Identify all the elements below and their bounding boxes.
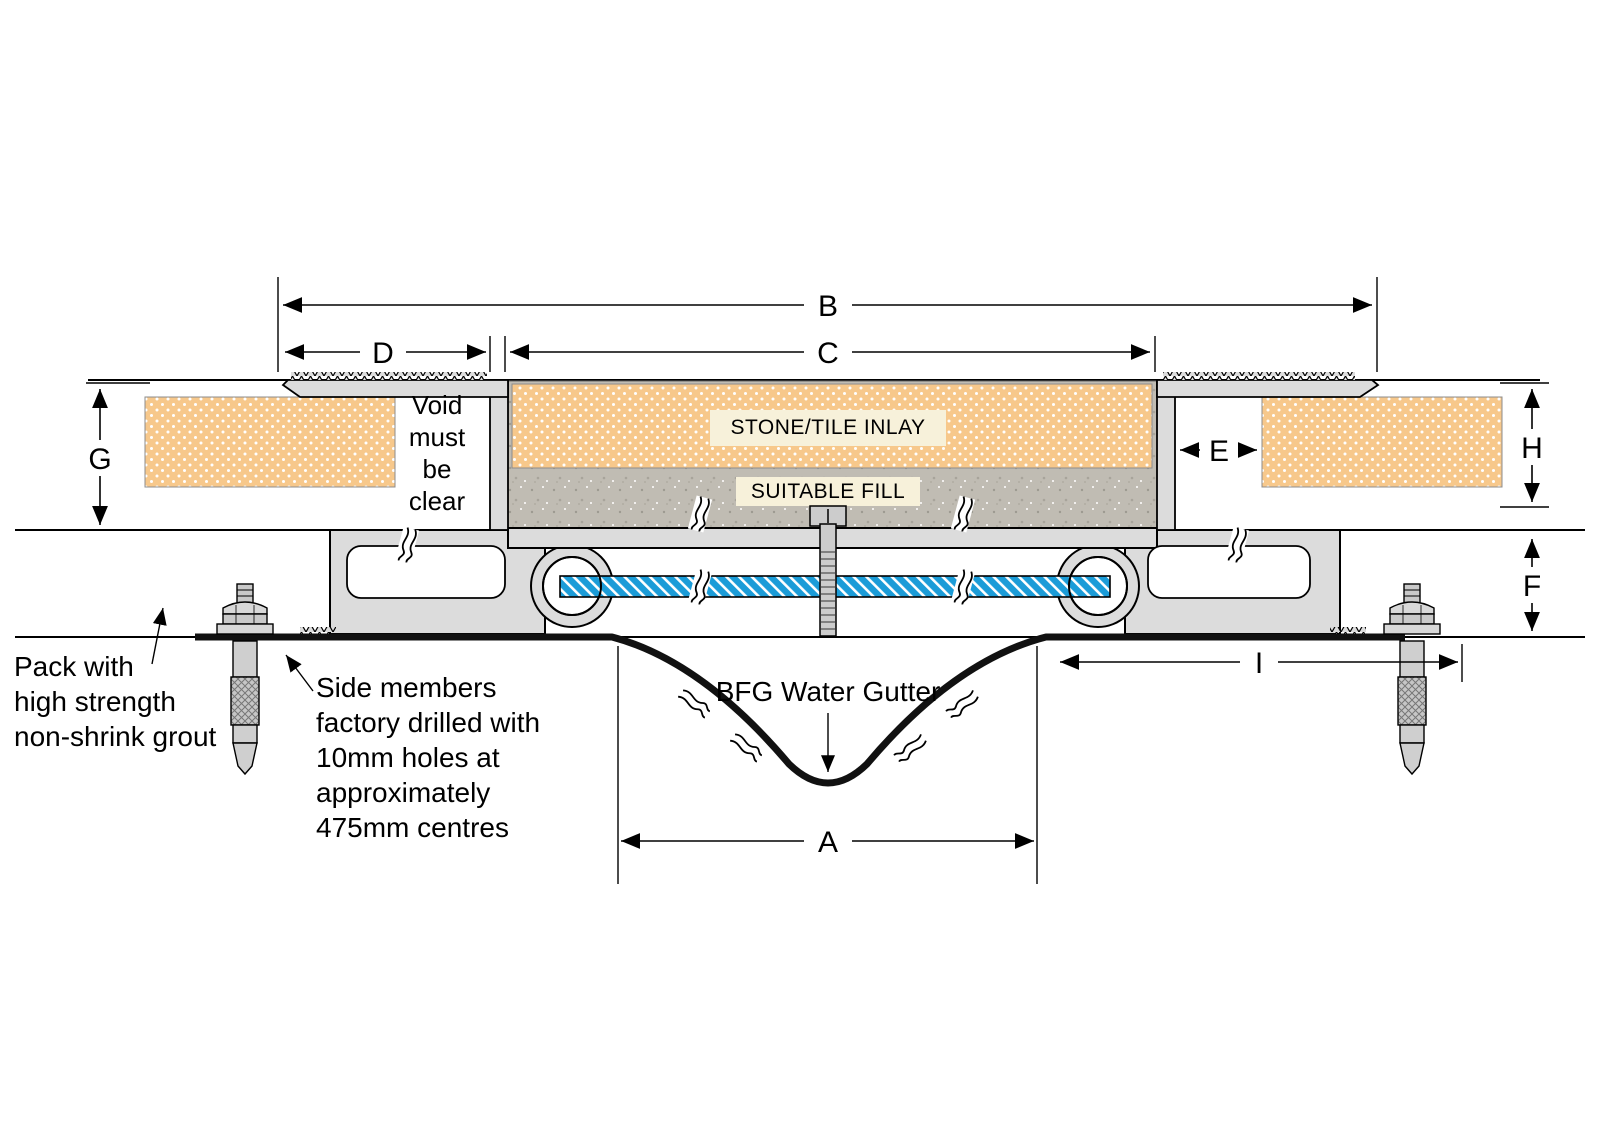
dimension-g: G [82, 382, 150, 525]
dimension-c: C [504, 334, 1156, 372]
left-tray-wall [489, 379, 509, 531]
dimension-a: A [617, 646, 1038, 884]
void-note-line-1: Void [412, 390, 463, 420]
void-note-line-4: clear [409, 486, 466, 516]
stone-tile-inlay-label: STONE/TILE INLAY [730, 416, 925, 439]
grout-note-line-3: non-shrink grout [14, 721, 217, 752]
drill-note-leader [285, 654, 314, 692]
drill-note: Side members factory drilled with 10mm h… [285, 654, 540, 843]
left-anchor-bolt [216, 583, 274, 775]
dimension-d: D [285, 334, 491, 372]
stone-tile-label-bg [710, 410, 946, 446]
dim-i-label: I [1255, 647, 1263, 680]
void-note-line-3: be [423, 454, 452, 484]
left-cover-plate [281, 379, 509, 398]
drill-note-line-1: Side members [316, 672, 497, 703]
dim-c-label: C [817, 337, 839, 370]
void-note-line-2: must [409, 422, 466, 452]
drill-note-line-2: factory drilled with [316, 707, 540, 738]
water-gutter-label: BFG Water Gutter [716, 676, 941, 707]
right-plate-serrations [1163, 372, 1355, 380]
grout-note-line-2: high strength [14, 686, 176, 717]
break-mark [890, 730, 930, 766]
dim-b-label: B [818, 290, 838, 323]
grout-note-line-1: Pack with [14, 651, 134, 682]
grout-note-leader [151, 607, 167, 665]
suitable-fill-label-bg [736, 477, 920, 506]
gutter-callout: BFG Water Gutter [716, 676, 941, 772]
dimension-b: B [277, 277, 1378, 372]
suitable-fill-label: SUITABLE FILL [751, 480, 905, 503]
dimension-i: I [1060, 644, 1463, 682]
dimension-f: F [1514, 539, 1550, 631]
left-bar-socket-outline [542, 556, 602, 616]
dim-a-label: A [818, 826, 838, 859]
void-note: Void must be clear [409, 390, 466, 516]
break-mark [942, 686, 982, 722]
left-plate-serrations [291, 372, 487, 380]
joint-center-tray: STONE/TILE INLAY SUITABLE FILL [505, 380, 1160, 531]
drill-note-line-4: approximately [316, 777, 490, 808]
dim-d-label: D [372, 337, 394, 370]
dim-f-label: F [1523, 570, 1541, 603]
right-cover-plate [1156, 379, 1380, 398]
drill-note-line-5: 475mm centres [316, 812, 509, 843]
dim-h-label: H [1521, 432, 1543, 465]
dim-e-label: E [1209, 435, 1229, 468]
floor-slabs [144, 396, 1503, 488]
left-member-hollow [346, 545, 506, 599]
break-mark [726, 730, 766, 766]
right-tray-wall [1156, 379, 1176, 531]
drill-note-line-3: 10mm holes at [316, 742, 500, 773]
right-base-knurl [1330, 627, 1366, 634]
dimension-e: E [1180, 432, 1257, 468]
dim-g-label: G [88, 443, 111, 476]
right-anchor-bolt [1383, 583, 1441, 775]
dimension-h: H [1500, 382, 1550, 508]
left-base-knurl [300, 627, 336, 634]
bolt-threads [820, 551, 836, 630]
right-bar-socket-outline [1068, 556, 1128, 616]
center-bolt [809, 505, 847, 637]
base-plate-and-gutter [195, 633, 1405, 787]
right-floor-slab [1261, 396, 1503, 488]
left-floor-slab [144, 396, 396, 488]
grout-note: Pack with high strength non-shrink grout [14, 607, 217, 752]
break-mark [674, 686, 714, 722]
